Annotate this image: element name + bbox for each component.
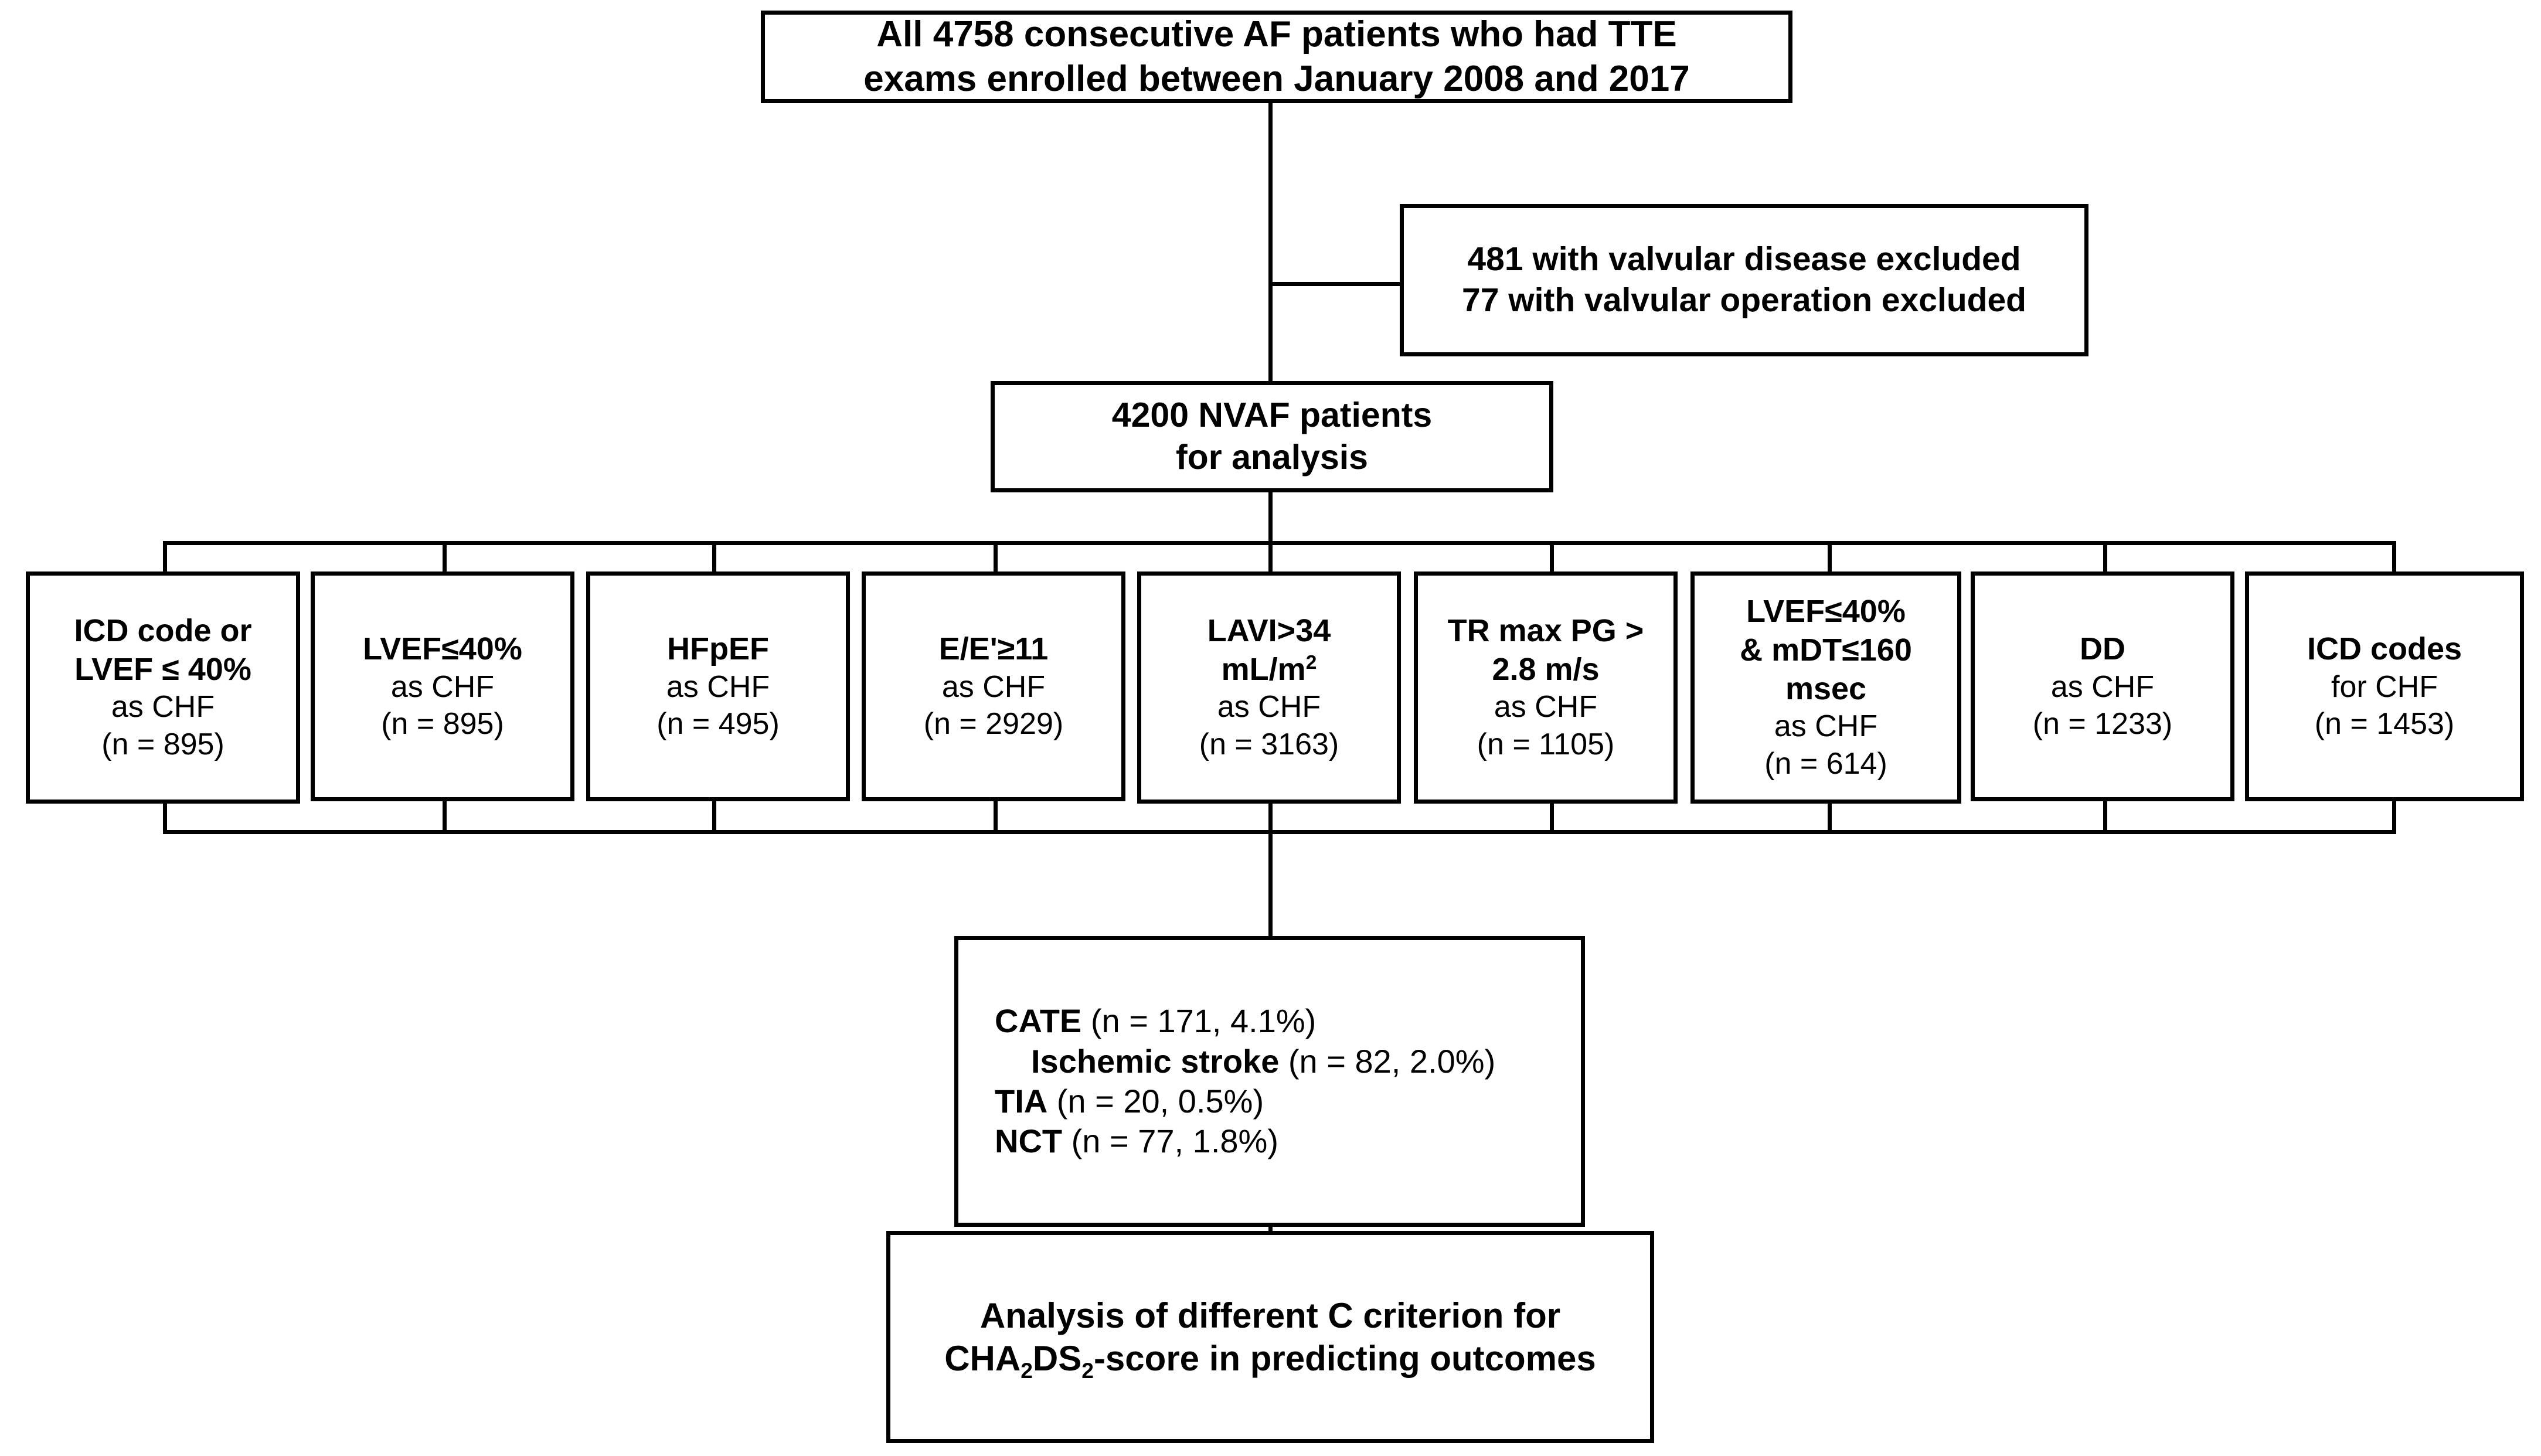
criteria-7-head-3: msec xyxy=(1785,671,1867,706)
outcome-row-tia: TIA (n = 20, 0.5%) xyxy=(995,1081,1264,1121)
outcome-label-nct: NCT xyxy=(995,1122,1063,1160)
outcome-detail-nct: (n = 77, 1.8%) xyxy=(1062,1122,1278,1160)
title-line-1: All 4758 consecutive AF patients who had… xyxy=(876,14,1677,55)
connector-title-to-cohort xyxy=(1268,103,1273,226)
criteria-6-head-1: TR max PG > xyxy=(1447,613,1644,648)
connector-cohort-to-bus xyxy=(1268,492,1273,545)
criteria-box-1: ICD code or LVEF ≤ 40% as CHF (n = 895) xyxy=(26,571,300,804)
connector-trunk-mid xyxy=(1268,223,1273,410)
final-chads-sub-1: 2 xyxy=(1021,1358,1033,1383)
criteria-3-sub-2: (n = 495) xyxy=(656,706,780,741)
criteria-6-sub-2: (n = 1105) xyxy=(1477,727,1615,761)
criteria-box-6: TR max PG > 2.8 m/s as CHF (n = 1105) xyxy=(1414,571,1678,804)
collection-bus-bottom xyxy=(163,830,2396,834)
criteria-box-2: LVEF≤40% as CHF (n = 895) xyxy=(311,571,574,801)
criteria-8-head-1: DD xyxy=(2080,631,2125,666)
drop-to-criteria-4 xyxy=(994,541,998,575)
criteria-box-9: ICD codes for CHF (n = 1453) xyxy=(2245,571,2524,801)
criteria-1-head-1: ICD code or xyxy=(74,613,252,648)
outcome-label-cate: CATE xyxy=(995,1002,1082,1040)
drop-from-criteria-7 xyxy=(1828,800,1832,834)
drop-from-criteria-3 xyxy=(712,798,716,834)
final-line-1: Analysis of different C criterion for xyxy=(979,1295,1561,1335)
criteria-2-sub-2: (n = 895) xyxy=(381,706,504,741)
final-chads-post: -score in predicting outcomes xyxy=(1093,1339,1596,1378)
criteria-2-sub-1: as CHF xyxy=(390,669,495,704)
criteria-box-4: E/E'≥11 as CHF (n = 2929) xyxy=(862,571,1125,801)
outcome-label-tia: TIA xyxy=(995,1083,1048,1120)
criteria-7-head-1: LVEF≤40% xyxy=(1746,593,1906,629)
criteria-9-sub-2: (n = 1453) xyxy=(2314,706,2455,741)
outcome-row-ischemic-stroke: Ischemic stroke (n = 82, 2.0%) xyxy=(995,1042,1495,1081)
criteria-5-head-1: LAVI>34 xyxy=(1207,613,1331,648)
final-line-2: CHA2DS2-score in predicting outcomes xyxy=(944,1337,1596,1383)
criteria-5-sub-2: (n = 3163) xyxy=(1199,727,1339,761)
criteria-7-head-2: & mDT≤160 xyxy=(1740,632,1912,668)
criteria-3-head-1: HFpEF xyxy=(667,631,769,666)
cohort-line-2: for analysis xyxy=(1176,438,1368,477)
criteria-box-5: LAVI>34 mL/m2 as CHF (n = 3163) xyxy=(1137,571,1401,804)
criteria-box-8: DD as CHF (n = 1233) xyxy=(1971,571,2234,801)
criteria-8-sub-1: as CHF xyxy=(2050,669,2155,704)
distribution-bus-top xyxy=(163,541,2396,545)
drop-to-criteria-9 xyxy=(2392,541,2396,575)
title-box: All 4758 consecutive AF patients who had… xyxy=(761,11,1792,103)
final-chads-pre: CHA xyxy=(944,1339,1021,1378)
criteria-3-sub-1: as CHF xyxy=(666,669,770,704)
criteria-9-sub-1: for CHF xyxy=(2331,669,2438,704)
outcome-detail-tia: (n = 20, 0.5%) xyxy=(1047,1083,1264,1120)
drop-from-criteria-6 xyxy=(1550,800,1554,834)
exclusion-box: 481 with valvular disease excluded 77 wi… xyxy=(1400,204,2088,356)
outcome-detail-ischemic-stroke: (n = 82, 2.0%) xyxy=(1279,1042,1496,1080)
outcomes-box: CATE (n = 171, 4.1%) Ischemic stroke (n … xyxy=(954,936,1585,1227)
drop-to-criteria-7 xyxy=(1828,541,1832,575)
drop-from-criteria-9 xyxy=(2392,798,2396,834)
drop-to-criteria-2 xyxy=(443,541,447,575)
exclusion-line-1: 481 with valvular disease excluded xyxy=(1467,240,2021,278)
drop-to-criteria-5 xyxy=(1268,541,1273,575)
final-chads-mid: DS xyxy=(1032,1339,1082,1378)
criteria-6-sub-1: as CHF xyxy=(1494,690,1598,724)
outcome-detail-cate: (n = 171, 4.1%) xyxy=(1081,1002,1317,1040)
criteria-6-head-2: 2.8 m/s xyxy=(1492,651,1600,687)
criteria-1-sub-2: (n = 895) xyxy=(101,727,224,761)
final-analysis-box: Analysis of different C criterion for CH… xyxy=(886,1231,1654,1443)
cohort-box: 4200 NVAF patients for analysis xyxy=(991,381,1553,492)
outcome-row-cate: CATE (n = 171, 4.1%) xyxy=(995,1001,1316,1041)
drop-from-criteria-5 xyxy=(1268,800,1273,834)
criteria-4-head-1: E/E'≥11 xyxy=(938,631,1049,666)
criteria-1-head-2: LVEF ≤ 40% xyxy=(74,651,251,687)
drop-to-criteria-6 xyxy=(1550,541,1554,575)
criteria-box-3: HFpEF as CHF (n = 495) xyxy=(586,571,850,801)
drop-from-criteria-8 xyxy=(2103,798,2107,834)
criteria-4-sub-1: as CHF xyxy=(941,669,1046,704)
drop-to-criteria-1 xyxy=(163,541,167,575)
connector-exclusion-branch xyxy=(1268,282,1402,286)
drop-from-criteria-1 xyxy=(163,800,167,834)
drop-to-criteria-3 xyxy=(712,541,716,575)
connector-bus-to-outcomes xyxy=(1268,830,1273,941)
criteria-7-sub-2: (n = 614) xyxy=(1764,746,1887,781)
criteria-2-head-1: LVEF≤40% xyxy=(363,631,522,666)
criteria-4-sub-2: (n = 2929) xyxy=(923,706,1064,741)
title-line-2: exams enrolled between January 2008 and … xyxy=(863,59,1690,99)
criteria-5-head-2: mL/m2 xyxy=(1221,651,1317,687)
superscript-two: 2 xyxy=(1305,651,1317,673)
exclusion-line-2: 77 with valvular operation excluded xyxy=(1462,281,2026,319)
outcome-label-ischemic-stroke: Ischemic stroke xyxy=(1031,1042,1280,1080)
outcome-row-nct: NCT (n = 77, 1.8%) xyxy=(995,1121,1278,1161)
criteria-9-head-1: ICD codes xyxy=(2307,631,2462,666)
final-chads-sub-2: 2 xyxy=(1081,1358,1094,1383)
criteria-8-sub-2: (n = 1233) xyxy=(2032,706,2173,741)
criteria-7-sub-1: as CHF xyxy=(1774,709,1878,744)
criteria-box-7: LVEF≤40% & mDT≤160 msec as CHF (n = 614) xyxy=(1690,571,1961,804)
cohort-line-1: 4200 NVAF patients xyxy=(1111,396,1433,435)
connector-outcomes-to-final xyxy=(1268,1223,1273,1237)
drop-to-criteria-8 xyxy=(2103,541,2107,575)
drop-from-criteria-4 xyxy=(994,798,998,834)
criteria-5-sub-1: as CHF xyxy=(1217,690,1321,724)
drop-from-criteria-2 xyxy=(443,798,447,834)
criteria-1-sub-1: as CHF xyxy=(111,690,215,724)
